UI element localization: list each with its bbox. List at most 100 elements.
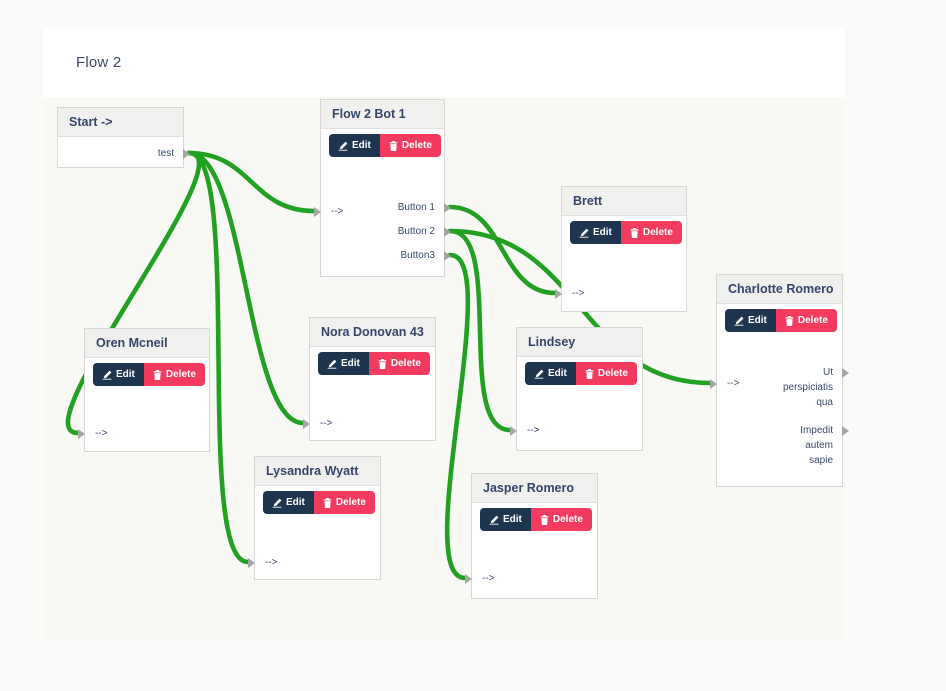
edit-button[interactable]: Edit [329, 134, 380, 157]
edit-icon [272, 498, 282, 508]
delete-button[interactable]: Delete [775, 309, 837, 332]
input-port[interactable] [510, 426, 517, 436]
connection-edge[interactable] [444, 252, 471, 581]
output-port[interactable] [444, 227, 451, 237]
node-actions: Edit Delete [93, 363, 205, 386]
node-title: Charlotte Romero [717, 275, 842, 304]
output-port-label: Button 2 [397, 226, 435, 237]
output-port[interactable] [444, 251, 451, 261]
delete-button-label: Delete [165, 369, 196, 380]
edit-button[interactable]: Edit [570, 221, 621, 244]
edit-button[interactable]: Edit [480, 508, 531, 531]
edit-button-label: Edit [286, 497, 305, 508]
node-actions: Edit Delete [570, 221, 682, 244]
trash-icon [585, 368, 594, 379]
trash-icon [389, 140, 398, 151]
output-port[interactable] [842, 368, 849, 378]
delete-button[interactable]: Delete [575, 362, 637, 385]
input-port-label: --> [572, 288, 585, 299]
flow-node-start[interactable]: Start ->test [57, 107, 190, 168]
connection-edge[interactable] [186, 150, 251, 565]
input-port[interactable] [303, 419, 310, 429]
delete-button-label: Delete [390, 358, 421, 369]
edit-button[interactable]: Edit [93, 363, 144, 386]
connection-edge[interactable] [186, 150, 317, 214]
edit-icon [327, 359, 337, 369]
delete-button[interactable]: Delete [143, 363, 205, 386]
node-actions: Edit Delete [525, 362, 637, 385]
node-title: Oren Mcneil [85, 329, 209, 358]
node-title: Brett [562, 187, 686, 216]
connection-edge[interactable] [186, 150, 306, 426]
node-actions: Edit Delete [480, 508, 592, 531]
output-port[interactable] [444, 203, 451, 213]
trash-icon [630, 227, 639, 238]
edit-button[interactable]: Edit [318, 352, 369, 375]
input-port-label: --> [482, 573, 495, 584]
flow-header-bar: Flow 2 [43, 28, 845, 97]
input-port[interactable] [78, 429, 85, 439]
edit-button-label: Edit [548, 368, 567, 379]
trash-icon [540, 514, 549, 525]
edit-icon [534, 369, 544, 379]
delete-button-label: Delete [597, 368, 628, 379]
output-port-label: Button 1 [397, 202, 435, 213]
output-port-label: Button3 [400, 250, 435, 261]
delete-button[interactable]: Delete [313, 491, 375, 514]
input-port[interactable] [465, 574, 472, 584]
connection-edge[interactable] [65, 150, 202, 436]
edit-button[interactable]: Edit [525, 362, 576, 385]
input-port-label: --> [95, 428, 108, 439]
flow-title: Flow 2 [76, 54, 122, 71]
trash-icon [785, 315, 794, 326]
input-port-label: --> [331, 206, 344, 217]
edit-icon [102, 370, 112, 380]
trash-icon [378, 358, 387, 369]
input-port[interactable] [555, 289, 562, 299]
delete-button[interactable]: Delete [620, 221, 682, 244]
edit-icon [489, 515, 499, 525]
delete-button[interactable]: Delete [530, 508, 592, 531]
edit-button[interactable]: Edit [263, 491, 314, 514]
node-title: Jasper Romero [472, 474, 597, 503]
input-port-label: --> [527, 425, 540, 436]
output-port[interactable] [183, 149, 190, 159]
delete-button[interactable]: Delete [379, 134, 441, 157]
delete-button-label: Delete [335, 497, 366, 508]
edit-icon [734, 316, 744, 326]
edit-button-label: Edit [503, 514, 522, 525]
input-port[interactable] [314, 207, 321, 217]
edit-icon [338, 141, 348, 151]
input-port[interactable] [248, 558, 255, 568]
edit-icon [579, 228, 589, 238]
edit-button-label: Edit [593, 227, 612, 238]
connection-edge[interactable] [447, 204, 558, 296]
output-port[interactable] [842, 426, 849, 436]
edit-button-label: Edit [116, 369, 135, 380]
node-actions: Edit Delete [725, 309, 837, 332]
edit-button-label: Edit [748, 315, 767, 326]
edit-button-label: Edit [352, 140, 371, 151]
connection-edge[interactable] [447, 228, 513, 433]
edit-button[interactable]: Edit [725, 309, 776, 332]
input-port-label: --> [727, 378, 740, 389]
delete-button-label: Delete [797, 315, 828, 326]
node-actions: Edit Delete [329, 134, 441, 157]
input-port-label: --> [320, 418, 333, 429]
node-title: Start -> [58, 108, 183, 137]
delete-button[interactable]: Delete [368, 352, 430, 375]
delete-button-label: Delete [552, 514, 583, 525]
edit-button-label: Edit [341, 358, 360, 369]
input-port[interactable] [710, 379, 717, 389]
